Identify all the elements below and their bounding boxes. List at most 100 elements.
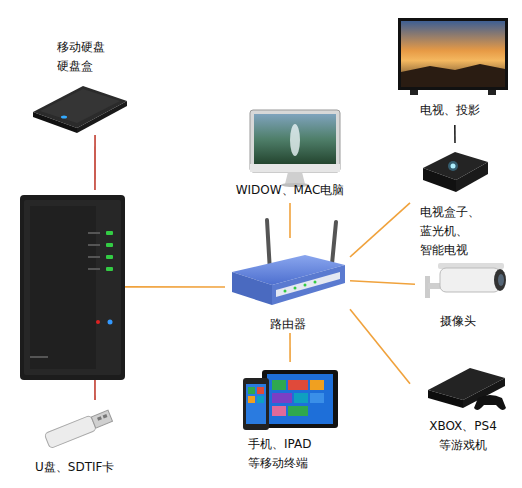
display-device: 电视、投影 <box>395 15 510 125</box>
nas-illustration-part <box>88 244 100 246</box>
router-device: 路由器 <box>225 238 350 333</box>
mobile-devices-illustration-part <box>288 380 308 390</box>
mobile-devices-illustration-part <box>288 406 308 416</box>
computer-illustration-part <box>290 124 300 156</box>
device-label: XBOX、PS4 等游戏机 <box>418 417 508 455</box>
usb-stick-illustration-part <box>97 416 102 420</box>
usb-stick-illustration-part <box>103 414 108 418</box>
nas-illustration-part <box>106 267 113 271</box>
game-console-illustration-part <box>428 390 463 408</box>
computer-illustration-part <box>254 114 336 164</box>
connection-line <box>350 203 410 257</box>
mobile-devices-illustration-part <box>294 393 308 403</box>
mobile-devices-illustration-part <box>246 384 266 424</box>
computer-illustration-part <box>250 110 340 172</box>
mobile-devices-illustration-part <box>248 396 255 403</box>
nas-illustration-part <box>88 256 100 258</box>
mobile-devices-illustration-part <box>272 380 286 390</box>
nas-illustration-part <box>88 232 100 234</box>
tv-illustration-part <box>488 90 496 95</box>
tv-box-illustration-part <box>456 162 488 192</box>
mobile-devices-illustration-part <box>262 370 338 428</box>
connection-line <box>350 309 410 384</box>
nas-illustration-part <box>30 356 48 358</box>
mobile-device: 手机、IPAD 等移动终端 <box>228 362 343 480</box>
device-label: 路由器 <box>250 315 325 334</box>
device-label: U盘、SDTIF卡 <box>35 458 135 477</box>
usb-device: U盘、SDTIF卡 <box>30 400 130 482</box>
game-console-illustration <box>428 368 506 410</box>
mobile-devices-illustration-part <box>272 406 286 416</box>
mobile-devices-illustration-part <box>310 380 324 390</box>
router-illustration-part <box>304 284 307 287</box>
device-label: 电视、投影 <box>420 101 500 120</box>
hard-drive-illustration <box>33 86 127 133</box>
camera-illustration-part <box>498 274 504 286</box>
tv-box-illustration-part <box>451 164 456 169</box>
media-device: 电视盒子、 蓝光机、智能电视 <box>410 143 510 248</box>
router-illustration-part <box>332 222 336 264</box>
nas-illustration-part <box>106 255 113 259</box>
device-label: 摄像头 <box>440 312 495 331</box>
nas-illustration-part <box>88 268 100 270</box>
router-illustration-part <box>314 281 317 284</box>
tv-box-illustration-part <box>423 168 456 192</box>
nas-illustration-part <box>106 231 113 235</box>
router-illustration <box>232 220 345 305</box>
mobile-devices-illustration-part <box>310 393 324 403</box>
nas-illustration <box>20 195 125 380</box>
tv-box-illustration <box>423 152 488 192</box>
router-illustration-part <box>232 272 272 305</box>
camera-illustration-part <box>440 268 500 292</box>
device-label: 电视盒子、 蓝光机、智能电视 <box>420 203 512 260</box>
nas-device <box>20 190 125 380</box>
game-device: XBOX、PS4 等游戏机 <box>410 360 515 455</box>
connection-line <box>94 380 96 400</box>
tv-box-illustration-part <box>448 161 458 171</box>
mobile-devices-illustration <box>243 370 338 430</box>
mobile-devices-illustration-part <box>267 374 333 424</box>
connection-line <box>125 286 225 288</box>
device-label: WIDOW、MAC电脑 <box>230 181 350 200</box>
nas-illustration-part <box>30 206 96 369</box>
camera-device: 摄像头 <box>415 258 515 333</box>
tv-illustration-part <box>401 64 505 87</box>
connection-line <box>350 281 415 285</box>
nas-illustration-part <box>20 195 125 380</box>
device-label: 移动硬盘 硬盘盒 <box>57 38 112 76</box>
router-illustration-part <box>272 265 345 305</box>
usb-stick-illustration-part <box>91 410 112 428</box>
nas-illustration-part <box>24 200 121 375</box>
connection-line <box>289 203 291 238</box>
tv-illustration-part <box>410 90 418 95</box>
computer-illustration-part <box>285 172 305 184</box>
tv-illustration <box>398 18 508 95</box>
mobile-devices-illustration-part <box>272 393 292 403</box>
hard-drive-illustration-part <box>40 89 120 123</box>
computer-device: WIDOW、MAC电脑 <box>230 105 350 203</box>
nas-illustration-part <box>96 320 100 324</box>
usb-stick-illustration <box>44 408 113 448</box>
connection-line <box>454 125 456 143</box>
nas-illustration-part <box>106 243 113 247</box>
router-illustration-part <box>284 290 287 293</box>
router-illustration-part <box>276 272 340 297</box>
camera-illustration-part <box>494 269 506 291</box>
computer-illustration <box>250 110 340 187</box>
router-illustration-part <box>294 287 297 290</box>
mobile-devices-illustration-part <box>257 387 264 394</box>
connection-line <box>94 135 96 190</box>
nas-illustration-part <box>108 320 113 325</box>
mobile-devices-illustration-part <box>248 387 255 394</box>
game-console-illustration-part <box>474 395 506 410</box>
mobile-devices-illustration-part <box>257 396 264 403</box>
hard-drive-illustration-part <box>61 116 67 119</box>
computer-illustration-part <box>250 164 340 172</box>
mobile-devices-illustration-part <box>243 378 269 430</box>
device-label: 手机、IPAD 等移动终端 <box>248 435 333 473</box>
camera-illustration <box>425 263 506 298</box>
tv-illustration-part <box>401 21 505 87</box>
tv-illustration-part <box>398 18 508 90</box>
